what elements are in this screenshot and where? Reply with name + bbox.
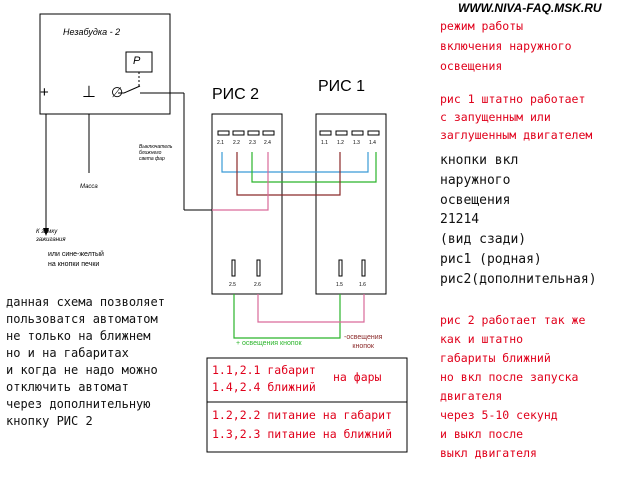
ris2-contact-26 bbox=[256, 259, 261, 277]
brown-wire bbox=[236, 152, 341, 196]
red-top-note: режим работы включения наружного освещен… bbox=[440, 19, 572, 73]
pin-label: 2.4 bbox=[264, 140, 271, 146]
blue-wire bbox=[221, 152, 369, 173]
ground-terminal: ⊥ bbox=[82, 84, 96, 101]
ris1-contact-15 bbox=[338, 259, 343, 277]
dim-terminal: ∅ bbox=[111, 84, 124, 100]
pin-label: 2.1 bbox=[217, 140, 224, 146]
ris2-top-contacts bbox=[217, 130, 275, 136]
pin-label: 2.2 bbox=[233, 140, 240, 146]
pin-label: 1.2 bbox=[337, 140, 344, 146]
ris2-block bbox=[211, 113, 283, 295]
ris1-note: рис 1 штатно работает с запущенным или з… bbox=[440, 92, 593, 142]
ris2-note: рис 2 работает так же как и штатно габар… bbox=[440, 313, 586, 460]
plus-terminal: + bbox=[40, 84, 49, 101]
or-wire-label: или сине-желтый на кнопки печки bbox=[48, 251, 104, 268]
table-row-1-right: на фары bbox=[333, 370, 382, 384]
buttons-note: кнопки вкл наружного освещения 21214 (ви… bbox=[440, 153, 597, 287]
green-wire-bottom bbox=[233, 294, 341, 339]
ris2-title: РИС 2 bbox=[212, 86, 260, 103]
green-wire-top bbox=[251, 152, 377, 183]
to-lock-label: К замку зажигания bbox=[36, 229, 66, 243]
pin-label: 2.3 bbox=[249, 140, 256, 146]
pink-wire-bottom bbox=[257, 294, 365, 323]
pin-label: 1.5 bbox=[336, 282, 343, 288]
pin-label: 1.6 bbox=[359, 282, 366, 288]
left-note: данная схема позволяет пользоватся автом… bbox=[6, 295, 165, 428]
ris1-title: РИС 1 bbox=[318, 78, 366, 95]
device-box bbox=[39, 13, 171, 115]
ris2-contact-25 bbox=[231, 259, 236, 277]
pin-label: 1.1 bbox=[321, 140, 328, 146]
pin-label: 1.4 bbox=[369, 140, 376, 146]
ris1-block bbox=[315, 113, 387, 295]
plus-light-label: + освещения кнопок bbox=[236, 340, 302, 347]
table-row-1-left: 1.1,2.1 габарит 1.4,2.4 ближний bbox=[212, 363, 316, 394]
relay-label: P bbox=[133, 55, 141, 67]
pink-wire-top bbox=[212, 152, 269, 211]
table-row-2-left: 1.2,2.2 питание на габарит 1.3,2.3 питан… bbox=[212, 408, 393, 441]
site-url[interactable]: WWW.NIVA-FAQ.MSK.RU bbox=[458, 1, 602, 15]
ris1-contact-16 bbox=[361, 259, 366, 277]
minus-light-label: -освещения кнопок bbox=[344, 334, 383, 350]
pin-label: 2.5 bbox=[229, 282, 236, 288]
legend-table bbox=[206, 357, 408, 453]
ris1-top-contacts bbox=[319, 130, 380, 136]
pin-label: 1.3 bbox=[353, 140, 360, 146]
switch-label: Выключатель ближнего света фар bbox=[139, 144, 173, 162]
massa-label: Масса bbox=[80, 184, 98, 190]
pin-label: 2.6 bbox=[254, 282, 261, 288]
device-name: Незабудка - 2 bbox=[63, 27, 121, 37]
